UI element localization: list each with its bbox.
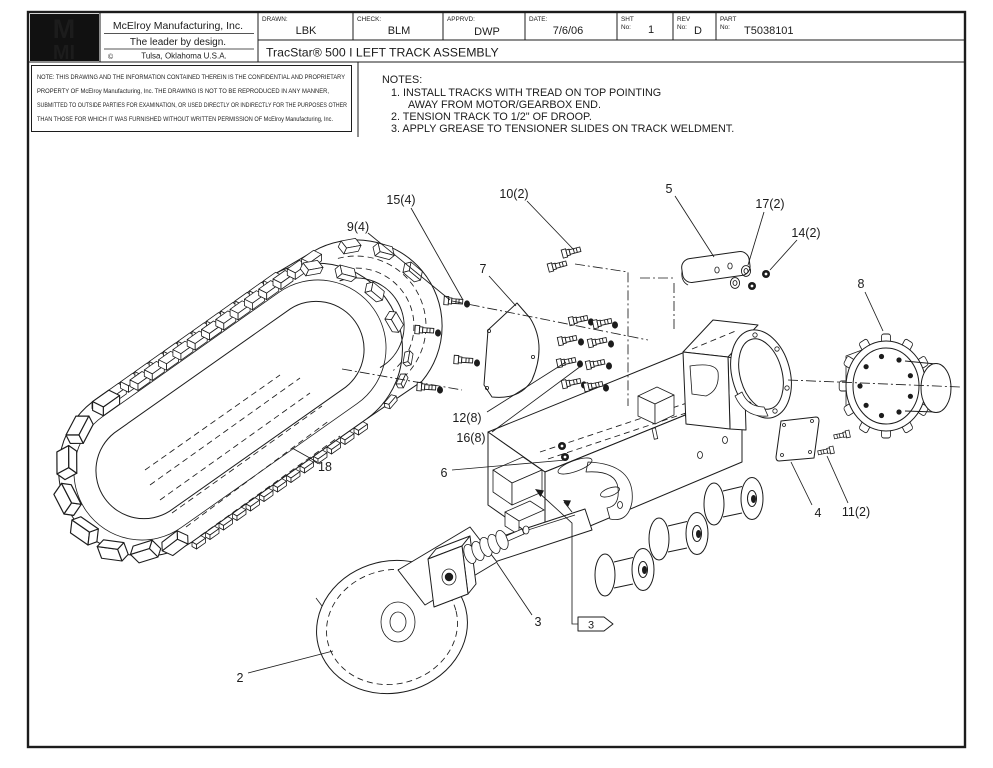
centerlines bbox=[341, 263, 961, 406]
label-track-18: 18 bbox=[318, 460, 332, 474]
field-rev-sublabel: No: bbox=[677, 24, 687, 31]
label-screws-11: 11(2) bbox=[842, 505, 870, 519]
label-nuts-14: 14(2) bbox=[791, 226, 820, 240]
note-2: 2. TENSION TRACK TO 1/2" OF DROOP. bbox=[391, 111, 592, 123]
leader-lines bbox=[247, 195, 884, 674]
tensioner-spring bbox=[463, 530, 509, 564]
motor-mount-and-flange bbox=[682, 319, 792, 431]
field-apprvd-label: APPRVD: bbox=[447, 16, 475, 23]
bolt-cluster-12-16 bbox=[555, 313, 618, 393]
note-3: 3. APPLY GREASE TO TENSIONER SLIDES ON T… bbox=[391, 123, 734, 135]
label-bolts-12: 12(8) bbox=[452, 411, 481, 425]
track-inner-hatch bbox=[144, 374, 341, 537]
label-plate-4: 4 bbox=[815, 506, 822, 520]
label-bolts-10: 10(2) bbox=[499, 187, 528, 201]
logo-m: M bbox=[53, 14, 76, 44]
assembly-notes: NOTES: 1. INSTALL TRACKS WITH TREAD ON T… bbox=[382, 74, 734, 135]
small-plate-part-4 bbox=[775, 416, 820, 462]
field-part-value: T5038101 bbox=[744, 25, 794, 37]
note-1-line2: AWAY FROM MOTOR/GEARBOX END. bbox=[408, 99, 601, 111]
bolt-cluster-10 bbox=[546, 244, 582, 273]
field-sht-label: SHT bbox=[621, 16, 634, 23]
bolt-cluster-11 bbox=[816, 429, 851, 457]
field-check-label: CHECK: bbox=[357, 16, 381, 23]
label-washers-17: 17(2) bbox=[755, 197, 784, 211]
title-block-fields: DRAWN: LBK CHECK: BLM APPRVD: DWP DATE: … bbox=[262, 16, 794, 60]
label-idler-2: 2 bbox=[237, 671, 244, 685]
label-washers-16: 16(8) bbox=[456, 431, 485, 445]
field-rev-label: REV bbox=[677, 16, 691, 23]
confidential-note-line3: SUBMITTED TO OUTSIDE PARTIES FOR EXAMINA… bbox=[37, 102, 347, 109]
field-date-label: DATE: bbox=[529, 16, 548, 23]
field-part-label: PART bbox=[720, 16, 737, 23]
label-pad-5: 5 bbox=[666, 182, 673, 196]
field-drawn-label: DRAWN: bbox=[262, 16, 288, 23]
part-labels: 9(4) 15(4) 10(2) 5 17(2) 14(2) 8 7 12(8)… bbox=[237, 182, 871, 685]
field-sht-sublabel: No: bbox=[621, 24, 631, 31]
note-3-flag: 3 bbox=[577, 616, 614, 632]
company-location: Tulsa, Oklahoma U.S.A. bbox=[141, 52, 227, 61]
field-drawn-value: LBK bbox=[296, 25, 317, 37]
company-logo: M MI bbox=[30, 14, 99, 64]
label-weldment-6: 6 bbox=[441, 466, 448, 480]
confidential-note-box: NOTE: THIS DRAWING AND THE INFORMATION C… bbox=[31, 65, 352, 132]
sheet-frame bbox=[26, 10, 967, 749]
confidential-note-line4: THAN THOSE FOR WHICH IT WAS FURNISHED WI… bbox=[37, 116, 333, 123]
confidential-note-line2: PROPERTY OF McElroy Manufacturing, Inc. … bbox=[37, 88, 329, 95]
company-tagline: The leader by design. bbox=[130, 37, 226, 48]
confidential-note-line1: NOTE: THIS DRAWING AND THE INFORMATION C… bbox=[37, 74, 346, 81]
tensioner-part-3 bbox=[427, 525, 530, 608]
field-rev-value: D bbox=[694, 25, 702, 37]
label-cover-plate-7: 7 bbox=[480, 262, 487, 276]
label-bolts-9: 9(4) bbox=[347, 220, 369, 234]
copyright-symbol: © bbox=[108, 53, 114, 61]
field-check-value: BLM bbox=[388, 25, 411, 37]
notes-heading: NOTES: bbox=[382, 74, 422, 86]
cover-plate-part-7 bbox=[483, 302, 540, 398]
company-name: McElroy Manufacturing, Inc. bbox=[113, 20, 243, 32]
field-date-value: 7/6/06 bbox=[553, 25, 584, 37]
idler-wheel-part-2 bbox=[315, 508, 593, 695]
logo-mi: MI bbox=[53, 42, 75, 64]
sprocket-part-8 bbox=[838, 333, 952, 439]
label-tensioner-3: 3 bbox=[535, 615, 542, 629]
pad-part-5 bbox=[681, 251, 751, 286]
flange-hook bbox=[734, 391, 769, 417]
note-1-line1: 1. INSTALL TRACKS WITH TREAD ON TOP POIN… bbox=[391, 87, 661, 99]
note-3-flag-value: 3 bbox=[588, 620, 594, 632]
tensioner-rod bbox=[505, 528, 525, 542]
field-part-sublabel: No: bbox=[720, 24, 730, 31]
drawing-title: TracStar® 500 I LEFT TRACK ASSEMBLY bbox=[266, 46, 499, 60]
label-washers-15: 15(4) bbox=[386, 193, 415, 207]
track-weldment-part-6 bbox=[487, 351, 743, 546]
rubber-track-part-18 bbox=[45, 232, 443, 571]
field-apprvd-value: DWP bbox=[474, 26, 500, 38]
company-block: McElroy Manufacturing, Inc. The leader b… bbox=[104, 20, 254, 61]
field-sht-value: 1 bbox=[648, 24, 654, 36]
label-sprocket-8: 8 bbox=[858, 277, 865, 291]
